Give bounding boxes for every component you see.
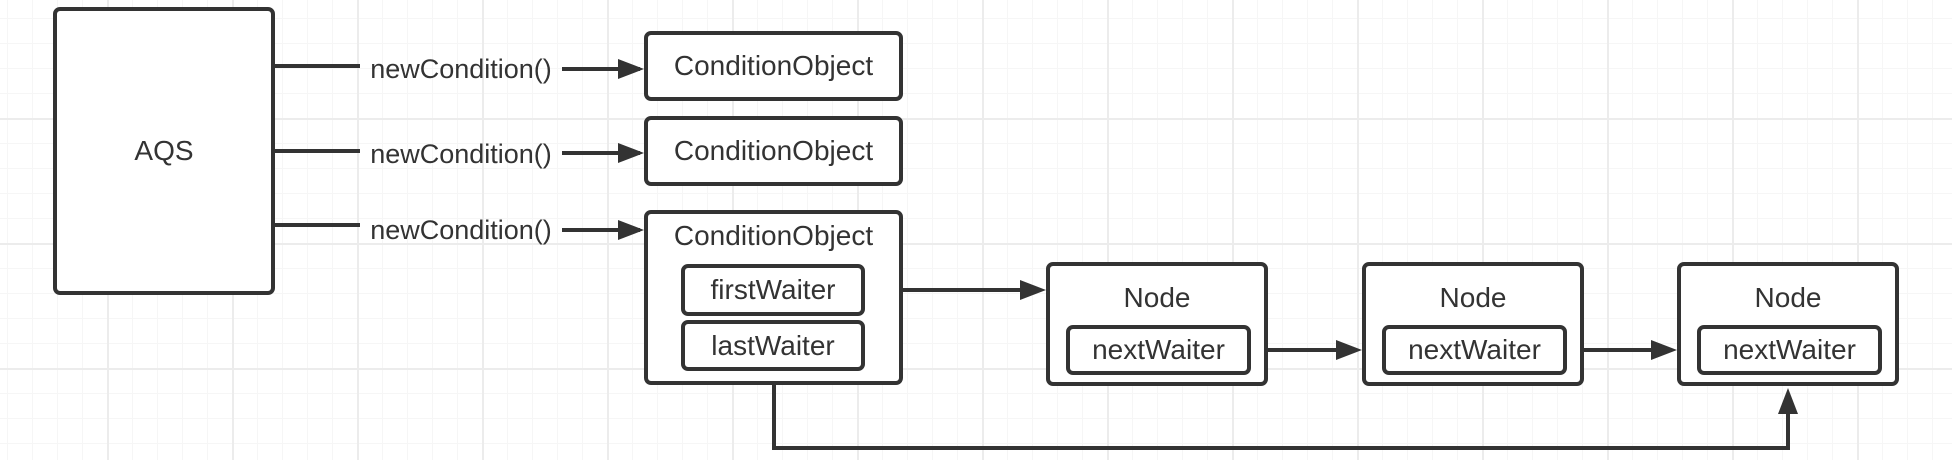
new-condition-label-2: newCondition() [370, 139, 552, 169]
arrowhead-firstwaiter [1020, 280, 1046, 300]
condition-object-box-2: ConditionObject [644, 116, 903, 186]
lastwaiter-to-node-3-line [772, 368, 1790, 450]
firstwaiter-label: firstWaiter [710, 274, 836, 305]
aqs-box: AQS [53, 7, 275, 295]
node-2-nextwaiter-label: nextWaiter [1408, 334, 1541, 365]
node-label-2: Node [1439, 282, 1507, 313]
node-3-nextwaiter-field: nextWaiter [1697, 325, 1882, 375]
arrowhead-node-3 [1651, 340, 1677, 360]
node-2-nextwaiter-field: nextWaiter [1382, 325, 1567, 375]
arrowhead-2 [618, 143, 644, 163]
node-label-3: Node [1754, 282, 1822, 313]
arrowhead-node-2 [1336, 340, 1362, 360]
condition-object-label-3: ConditionObject [673, 220, 874, 251]
node-label-1: Node [1123, 282, 1191, 313]
node-3-nextwaiter-label: nextWaiter [1723, 334, 1856, 365]
arrowhead-1 [618, 59, 644, 79]
lastwaiter-field: lastWaiter [681, 320, 865, 371]
lastwaiter-label: lastWaiter [711, 329, 835, 361]
condition-object-label-1: ConditionObject [673, 50, 874, 81]
condition-object-label-2: ConditionObject [673, 135, 874, 166]
new-condition-label-3: newCondition() [370, 215, 552, 245]
arrowhead-3 [618, 220, 644, 240]
arrowhead-lastwaiter [1778, 388, 1798, 414]
aqs-label: AQS [134, 135, 194, 166]
node-1-nextwaiter-field: nextWaiter [1066, 325, 1251, 375]
new-condition-label-1: newCondition() [370, 54, 552, 84]
condition-object-box-1: ConditionObject [644, 31, 903, 101]
firstwaiter-field: firstWaiter [681, 264, 865, 316]
node-1-nextwaiter-label: nextWaiter [1092, 334, 1225, 365]
